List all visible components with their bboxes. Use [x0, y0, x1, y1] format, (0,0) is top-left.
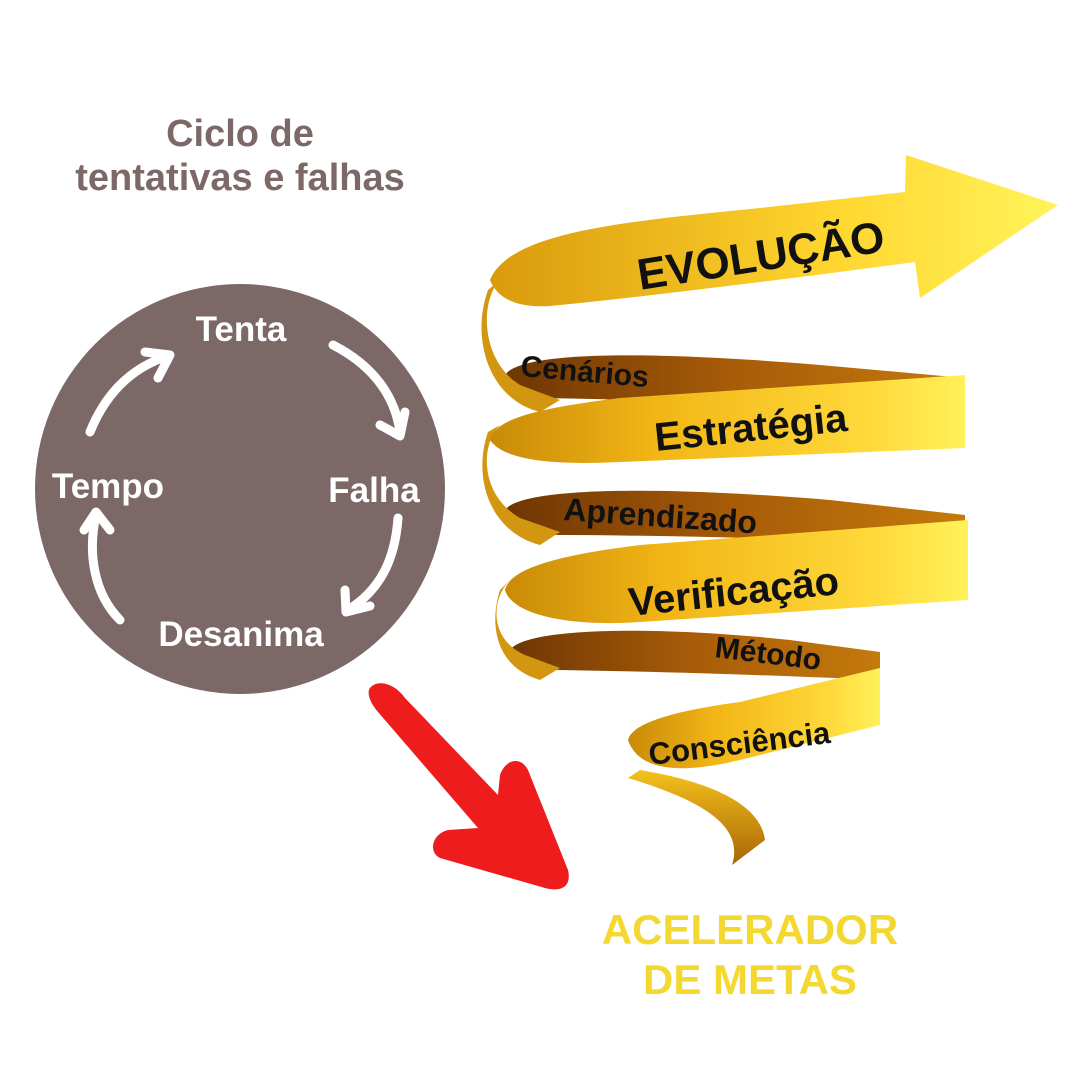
evolution-spiral [481, 155, 1058, 865]
spiral-curl-left-1 [481, 280, 560, 412]
spiral-tail [628, 770, 765, 865]
accelerator-line-1: ACELERADOR [601, 906, 899, 953]
pointer-arrow [368, 683, 569, 890]
cycle-step-tempo: Tempo [52, 467, 164, 506]
evolution-arrow [490, 155, 1058, 307]
cycle-arrowhead-desanima [340, 585, 375, 617]
cycle-arrow-tempo-to-tenta [85, 351, 173, 437]
cycle-title: Ciclo de tentativas e falhas [30, 112, 450, 200]
spiral-curl-left-2 [482, 425, 560, 545]
cycle-arrow-desanima-to-tempo [87, 510, 125, 625]
accelerator-line-2: DE METAS [643, 956, 857, 1003]
cycle-title-line-1: Ciclo de [166, 113, 314, 155]
spiral-front-band-1 [490, 375, 965, 463]
cycle-arrow-tenta-to-falha [328, 340, 405, 437]
spiral-back-band-3 [509, 630, 880, 680]
cycle-title-line-2: tentativas e falhas [75, 157, 405, 199]
cycle-step-desanima: Desanima [158, 615, 324, 654]
cycle-arrow-falha-to-desanima [343, 513, 403, 615]
cycle-step-tenta: Tenta [196, 310, 287, 349]
cycle-step-falha: Falha [328, 471, 420, 510]
spiral-curl-left-3 [495, 580, 560, 680]
accelerator-title: ACELERADOR DE METAS [570, 905, 930, 1005]
cycle-arrowhead-tempo [79, 507, 115, 535]
cycle-arrowhead-tenta [140, 347, 175, 383]
cycle-arrowhead-falha [375, 407, 410, 441]
cycle-arrows [79, 340, 410, 625]
spiral-front-band-3 [628, 668, 880, 769]
spiral-front-band-2 [505, 520, 968, 624]
